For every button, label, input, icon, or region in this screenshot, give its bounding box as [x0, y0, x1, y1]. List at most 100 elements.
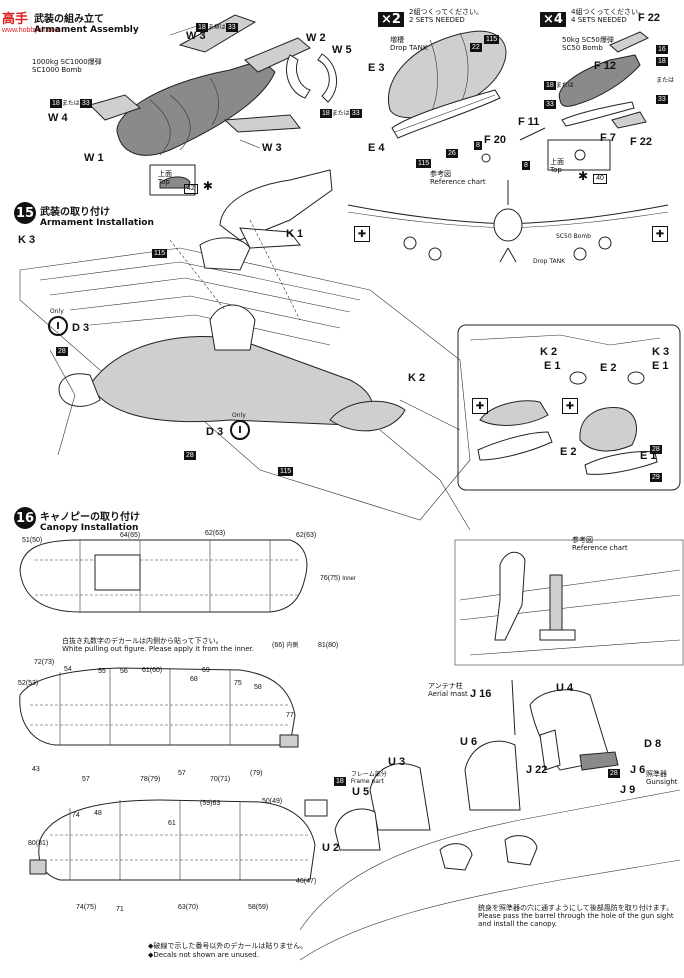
code-29-tag: 29: [650, 473, 662, 482]
decal-63-num: (63): [212, 530, 226, 537]
code-26-tag: 26: [446, 149, 458, 158]
decal-74-num: 74: [76, 904, 84, 911]
canopy-side-view-2: [29, 799, 316, 881]
decal-55: 55: [98, 668, 106, 675]
decal-66: (66) 内側: [272, 642, 298, 650]
footnote-en: ◆Decals not shown are unused.: [148, 951, 259, 959]
code-8-a: 8: [474, 132, 482, 151]
code-33: 33: [349, 109, 362, 118]
part-w4: W 4: [48, 112, 68, 124]
decal-64: 64(65): [120, 532, 140, 539]
sc1000-bomb-drawing: [89, 14, 337, 196]
decal-80-num: 80: [28, 840, 36, 847]
step16-title: キャノピーの取り付け Canopy Installation: [40, 508, 140, 533]
part-e3: E 3: [368, 62, 385, 74]
mark-left-icon: ✚: [354, 226, 370, 242]
decal-62-num: 62: [296, 532, 304, 539]
decal-52: 52(53): [18, 680, 38, 687]
drop-tank-name-en: Drop TANK: [390, 44, 428, 52]
code-28-canopy: 28: [608, 760, 620, 779]
decal-50-num: 50: [262, 798, 270, 805]
part-w2: W 2: [306, 32, 326, 44]
top-view-en: Top: [158, 178, 170, 186]
part-e1-inset-c: E 1: [640, 450, 657, 462]
decal-66-num: (66): [272, 642, 285, 649]
part-j9: J 9: [620, 784, 636, 796]
star-icon: ✱: [202, 179, 213, 193]
part-e2-inset-a: E 2: [600, 362, 617, 374]
decal-53-num: (53): [25, 680, 39, 687]
part-d8: D 8: [644, 738, 662, 750]
step14-title-en: Armament Assembly: [34, 25, 139, 35]
top-view-label-1: 上面 Top: [158, 170, 172, 186]
reference-jp: 参考図: [430, 170, 451, 178]
decal-65-num: (65): [127, 532, 141, 539]
canopy-note: 白抜き丸数字のデカールは内側から貼って下さい。 White pulling ou…: [62, 637, 254, 653]
star-icon: ✱: [578, 169, 589, 183]
step16-title-en: Canopy Installation: [40, 523, 139, 533]
code-115-tag: 115: [278, 467, 294, 476]
gunsight-en: Gunsight: [646, 778, 678, 786]
ref-tank-label: Drop TANK: [533, 258, 566, 265]
decal-76-num: 76: [320, 575, 328, 582]
decal-60-num: (60): [149, 667, 163, 674]
decal-40: 40: [593, 174, 607, 184]
part-e4: E 4: [368, 142, 385, 154]
or-label: または: [207, 24, 226, 31]
canopy-top-view: [19, 539, 308, 613]
sc50-jp: 4組つくってください。: [571, 8, 645, 16]
code-28-tag: 28: [184, 451, 196, 460]
part-f22-bottom: F 22: [630, 136, 653, 148]
or-label: または: [555, 82, 574, 89]
code-33: 33: [79, 99, 92, 108]
part-u3: U 3: [388, 756, 406, 768]
site-watermark: 高手 www.hobbyhh.com: [2, 8, 61, 34]
decal-70-num: 70: [210, 776, 218, 783]
decal-40-marker: ✱ 40: [578, 165, 607, 184]
reference-en: Reference chart: [572, 544, 628, 552]
decal-47-num: (47): [303, 878, 317, 885]
code-8-tag: 8: [522, 161, 530, 170]
decal-42: 42: [184, 184, 198, 194]
part-k2-main: K 2: [408, 372, 426, 384]
decal-75-num: (75): [327, 575, 341, 582]
part-u2: U 2: [322, 842, 340, 854]
code-28-tag: 28: [56, 347, 68, 356]
only-label-1: Only: [50, 308, 64, 315]
frame-jp: フレーム部分: [350, 771, 387, 778]
code-115-tag: 115: [416, 159, 432, 168]
code-8-b: 8: [522, 152, 530, 171]
or-label: または: [61, 100, 80, 107]
reference-front-view: [347, 180, 669, 263]
bomb-sc1000-jp: 1000kg SC1000爆弾: [32, 58, 102, 66]
part-f22-top: F 22: [638, 12, 661, 24]
decal-81-num: (81): [35, 840, 49, 847]
code-28-a: 28: [56, 338, 68, 357]
sc50-mult: ×4: [540, 12, 566, 27]
sc50-sets: 4組つくってください。 4 SETS NEEDED: [571, 8, 645, 24]
gunsight-label: 照準器 Gunsight: [646, 770, 678, 786]
code-18: 18: [334, 777, 346, 786]
decal-68: 68: [190, 676, 198, 683]
reference-jp: 参考図: [572, 536, 593, 544]
part-f7: F 7: [600, 132, 616, 144]
drop-tank-en: 2 SETS NEEDED: [409, 16, 465, 24]
mark-right-icon: ✚: [652, 226, 668, 242]
code-22-tag: 22: [470, 43, 482, 52]
inner-jp: 内側: [286, 643, 299, 649]
code-28-tag: 28: [650, 445, 662, 454]
decal-bot-50: 50(49): [262, 798, 282, 805]
watermark-site: www.hobbyhh.com: [2, 27, 61, 34]
code-33: 33: [656, 95, 668, 104]
code-115-a: 115: [484, 26, 500, 45]
decal-54: 54: [64, 666, 72, 673]
variant-i-icon-1: Ⅰ: [48, 316, 68, 336]
decal-43: 43: [32, 766, 40, 773]
reference-cockpit-drawing: [459, 551, 681, 656]
decal-52-num: 52: [18, 680, 26, 687]
decal-69: 69: [202, 667, 210, 674]
decal-46-num: 46: [296, 878, 304, 885]
code-28-b: 28: [184, 442, 196, 461]
